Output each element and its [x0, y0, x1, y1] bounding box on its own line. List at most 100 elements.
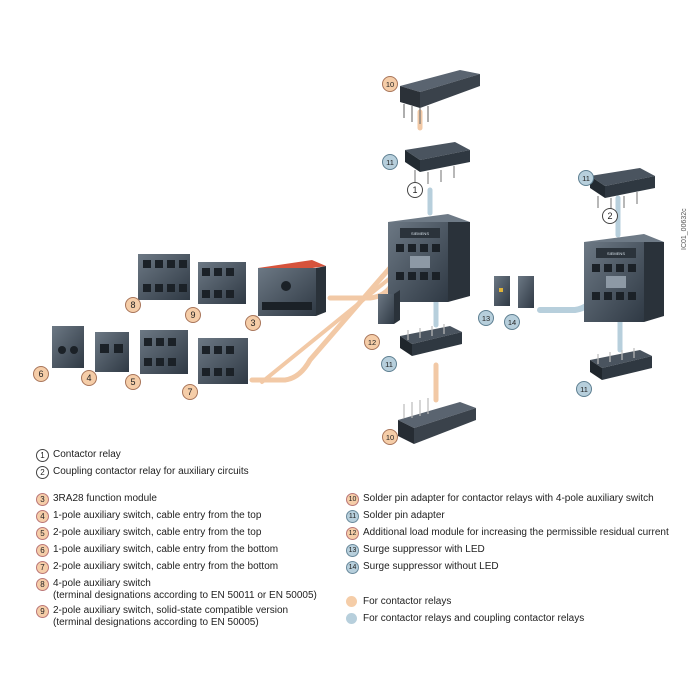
surge-suppressor-14 [518, 276, 534, 308]
legend-item-10: 10 Solder pin adapter for contactor relay… [346, 493, 654, 506]
callout-9: 9 [185, 307, 201, 323]
callout-3: 3 [245, 315, 261, 331]
callout-number: 11 [386, 158, 394, 167]
solder-pin-adapter-10-top [400, 70, 480, 124]
legend-text: 3RA28 function module [53, 493, 157, 504]
callout-circle [504, 314, 520, 330]
legend-badge: 9 [36, 605, 49, 618]
legend-badge: 2 [36, 466, 49, 479]
callout-11: 11 [576, 381, 592, 397]
legend-text: (terminal designations according to EN 5… [53, 590, 317, 601]
legend-item-14: 14 Surge suppressor without LED [346, 561, 499, 574]
legend-badge: 10 [346, 493, 359, 506]
callout-2: 2 [602, 208, 618, 224]
callout-number: 3 [250, 318, 255, 328]
swatch-dot [346, 613, 357, 624]
legend-item-7: 7 2-pole auxiliary switch, cable entry fr… [36, 561, 278, 574]
callout-circle [602, 208, 618, 224]
callout-circle [478, 310, 494, 326]
legend-text: Additional load module for increasing th… [363, 527, 669, 538]
legend-badge: 3 [36, 493, 49, 506]
callout-12: 12 [364, 334, 380, 350]
legend-text: 2-pole auxiliary switch, cable entry fro… [53, 527, 262, 538]
callout-circle [382, 154, 398, 170]
accessory-diagram: SIEMENS SIEMENS [33, 70, 664, 445]
legend-badge: 8 [36, 578, 49, 591]
legend-text: 1-pole auxiliary switch, cable entry fro… [53, 544, 279, 555]
legend-item-6: 6 1-pole auxiliary switch, cable entry fr… [36, 544, 278, 557]
callout-10: 10 [382, 429, 398, 445]
legend-item-5: 5 2-pole auxiliary switch, cable entry fr… [36, 527, 261, 540]
callout-14: 14 [504, 314, 520, 330]
callout-number: 12 [368, 338, 376, 347]
legend-text: Surge suppressor with LED [363, 544, 485, 555]
callout-circle [245, 315, 261, 331]
callout-8: 8 [125, 297, 141, 313]
legend-item-13: 13 Surge suppressor with LED [346, 544, 485, 557]
legend-badge: 7 [36, 561, 49, 574]
callout-circle [382, 76, 398, 92]
surge-suppressor-13 [494, 276, 510, 306]
legend-swatch-orange: For contactor relays [346, 596, 451, 608]
callout-number: 10 [386, 433, 394, 442]
callout-11: 11 [578, 170, 594, 186]
legend-item-12: 12 Additional load module for increasing … [346, 527, 669, 540]
legend-item-4: 4 1-pole auxiliary switch, cable entry fr… [36, 510, 261, 523]
legend-badge: 1 [36, 449, 49, 462]
solder-pin-adapter-11-lower [400, 324, 462, 356]
callout-circle [576, 381, 592, 397]
legend-badge: 13 [346, 544, 359, 557]
legend-badge: 4 [36, 510, 49, 523]
swatch-dot [346, 596, 357, 607]
legend-badge: 12 [346, 527, 359, 540]
callout-6: 6 [33, 366, 49, 382]
legend-badge: 5 [36, 527, 49, 540]
callout-circle [125, 297, 141, 313]
relay-1-brand: SIEMENS [411, 231, 429, 236]
solder-pin-adapter-10-bottom [398, 398, 476, 444]
callout-11: 11 [381, 356, 397, 372]
callout-circle [182, 384, 198, 400]
additional-load-module-12 [378, 290, 400, 324]
orange-guide-aux-8 [260, 268, 402, 384]
callout-number: 11 [385, 360, 393, 369]
callout-number: 2 [607, 211, 612, 221]
callout-circle [33, 366, 49, 382]
callout-circle [125, 374, 141, 390]
callout-10: 10 [382, 76, 398, 92]
callout-number: 4 [86, 373, 91, 383]
callout-number: 5 [130, 377, 135, 387]
legend-text: 2-pole auxiliary switch, cable entry fro… [53, 561, 279, 572]
callout-5: 5 [125, 374, 141, 390]
callout-number: 6 [38, 369, 43, 379]
legend-badge: 6 [36, 544, 49, 557]
coupling-contactor-relay-2: SIEMENS [584, 234, 664, 322]
legend-swatch-blue: For contactor relays and coupling contac… [346, 613, 584, 625]
relay-2-brand: SIEMENS [607, 251, 625, 256]
callout-circle [364, 334, 380, 350]
callout-number: 13 [482, 314, 490, 323]
legend-item-3: 3 3RA28 function module [36, 493, 157, 506]
callout-number: 9 [190, 310, 195, 320]
legend-text: Solder pin adapter for contactor relays … [363, 493, 654, 504]
legend-text: (terminal designations according to EN 5… [53, 617, 259, 628]
solder-pin-adapter-11-right [590, 168, 655, 210]
callout-circle [81, 370, 97, 386]
callout-number: 1 [412, 185, 417, 195]
callout-number: 11 [582, 174, 590, 183]
callout-4: 4 [81, 370, 97, 386]
aux-switch-5-2pole-top [140, 330, 188, 374]
callout-number: 7 [187, 387, 192, 397]
aux-switch-6-1pole-bottom [52, 326, 84, 368]
aux-switch-8-4pole [138, 254, 190, 300]
legend-text: 1-pole auxiliary switch, cable entry fro… [53, 510, 262, 521]
callout-13: 13 [478, 310, 494, 326]
legend-text: Surge suppressor without LED [363, 561, 499, 572]
legend-badge: 11 [346, 510, 359, 523]
legend-badge: 14 [346, 561, 359, 574]
